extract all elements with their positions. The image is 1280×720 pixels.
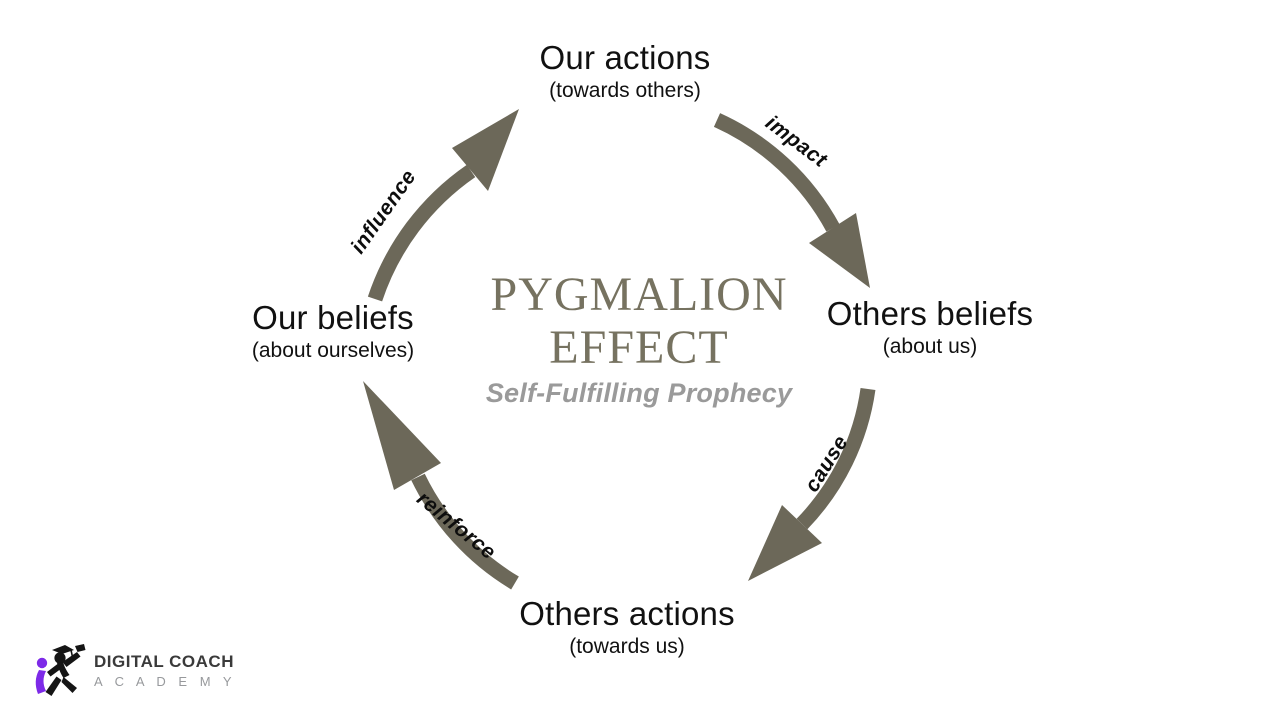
diagram-title-line1: PYGMALION (490, 268, 788, 321)
logo-name: DIGITAL COACH (94, 651, 234, 671)
diagram-title-line2: EFFECT (549, 320, 729, 374)
node-our-beliefs: Our beliefs (about ourselves) (251, 299, 415, 363)
reinforce-arrow-arc (411, 473, 519, 590)
diagram-subtitle: Self-Fulfilling Prophecy (485, 377, 793, 408)
cause-arrow-arc (796, 387, 876, 530)
logo-figure-icon (35, 644, 86, 696)
logo-academy: A C A D E M Y (94, 673, 237, 689)
impact-arrow-arc (713, 113, 840, 232)
influence-arrow-arc (367, 164, 476, 302)
node-others-actions: Others actions (towards us) (519, 595, 735, 659)
node-others-beliefs-label: Others beliefs (826, 295, 1034, 332)
node-others-actions-sublabel: (towards us) (569, 634, 685, 658)
node-others-beliefs: Others beliefs (about us) (826, 295, 1034, 359)
cause-arrow-head (748, 505, 822, 581)
node-our-beliefs-label: Our beliefs (252, 299, 414, 336)
influence-arrow-head (452, 109, 519, 191)
node-others-actions-label: Others actions (519, 595, 735, 632)
logo-text: DIGITAL COACH A C A D E M Y (94, 651, 237, 689)
impact-arrow-head (809, 213, 870, 288)
node-others-beliefs-sublabel: (about us) (882, 334, 978, 358)
diagram-title-block: PYGMALION EFFECT Self-Fulfilling Prophec… (485, 268, 793, 409)
reinforce-arrow-head (363, 381, 441, 490)
node-our-actions-sublabel: (towards others) (549, 78, 701, 102)
logo: DIGITAL COACH A C A D E M Y (30, 643, 236, 699)
node-our-actions: Our actions (towards others) (539, 39, 711, 103)
node-our-actions-label: Our actions (539, 39, 711, 76)
node-our-beliefs-sublabel: (about ourselves) (251, 338, 415, 362)
